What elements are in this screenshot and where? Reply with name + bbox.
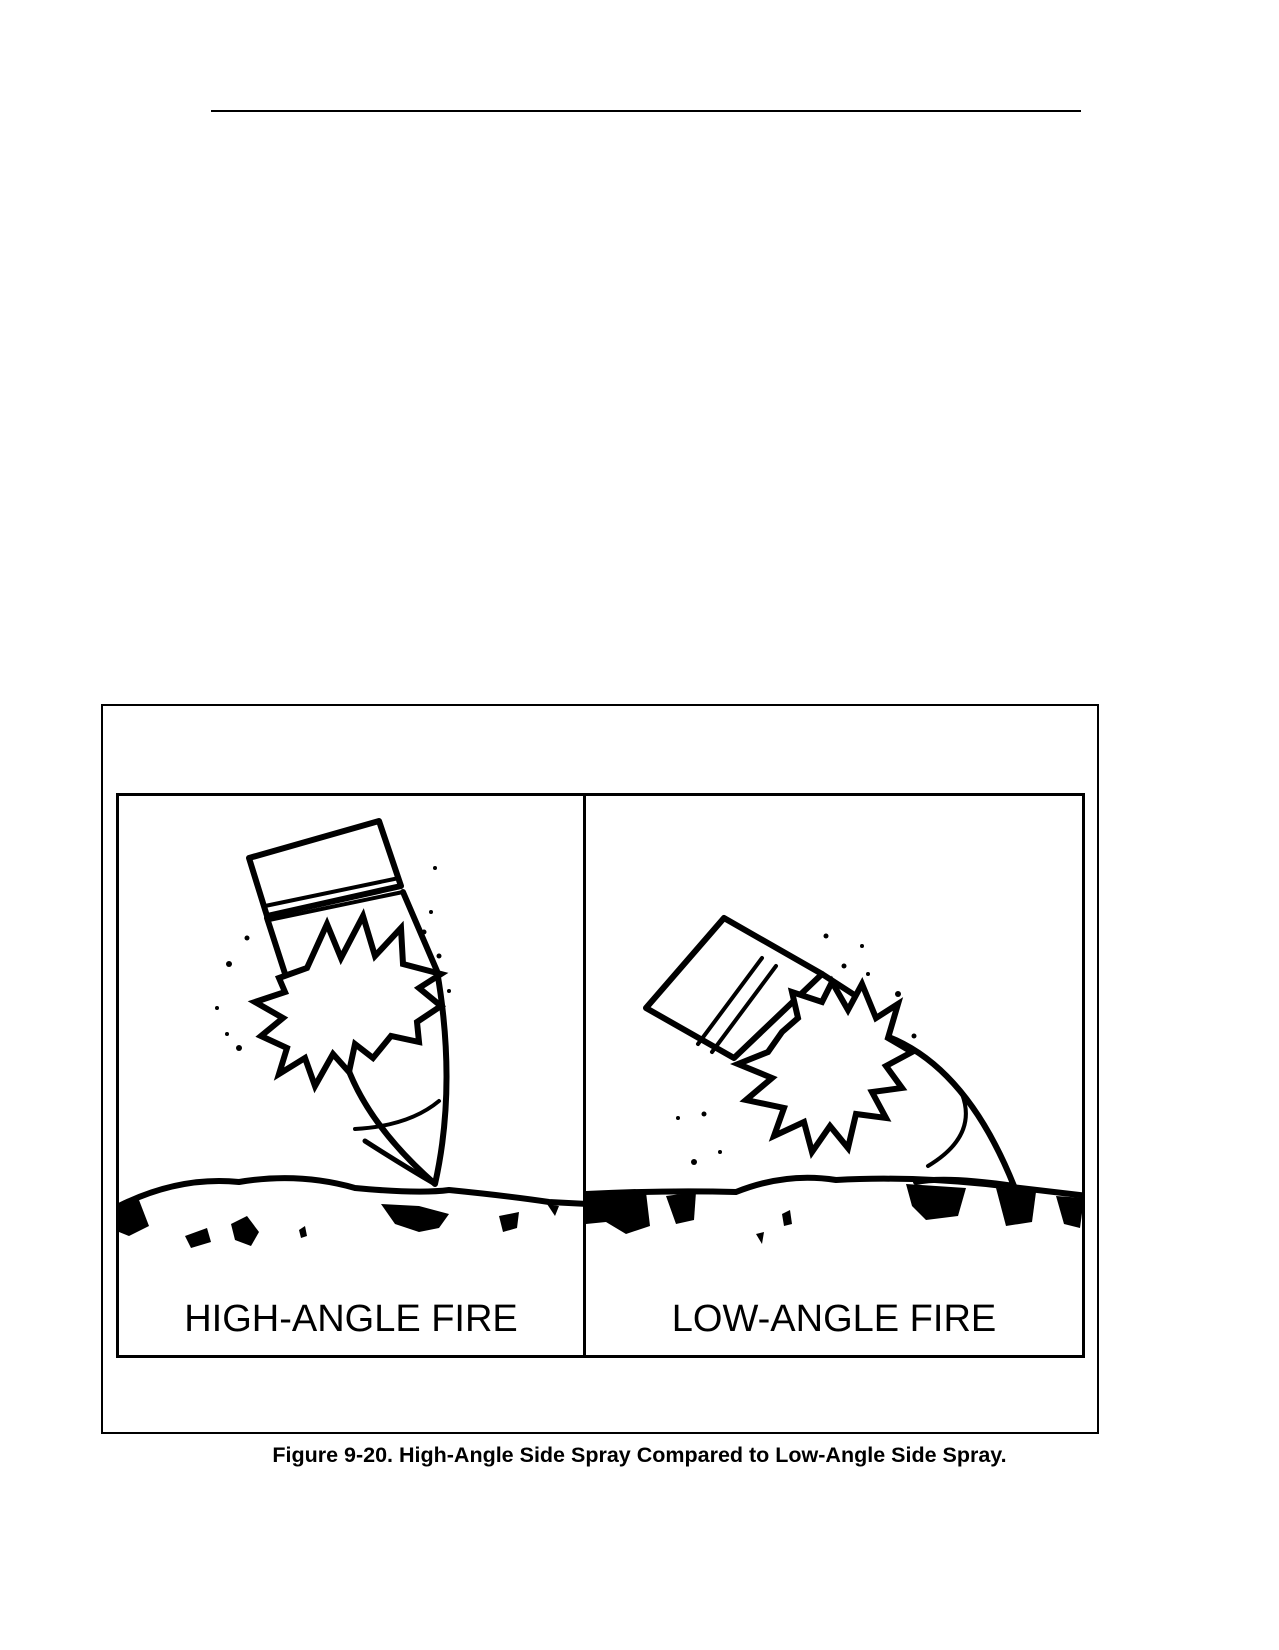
ogive-nose (362, 1138, 438, 1187)
shell-base (246, 818, 404, 919)
ogive-band (353, 1099, 441, 1131)
panel-low-angle-fire: LOW-ANGLE FIRE (583, 793, 1085, 1358)
figure-caption: Figure 9-20. High-Angle Side Spray Compa… (272, 1443, 1007, 1467)
high-angle-illustration (119, 818, 583, 1248)
rotating-band (696, 956, 778, 1054)
panel-label-low-angle: LOW-ANGLE FIRE (671, 1298, 997, 1340)
debris-particles (215, 866, 451, 1051)
ground-texture (119, 1200, 559, 1248)
panel-label-high-angle: HIGH-ANGLE FIRE (184, 1298, 518, 1340)
ground-surface (119, 1175, 583, 1209)
header-rule (211, 110, 1081, 112)
figure-frame (101, 704, 1099, 1434)
ground-surface (586, 1174, 1082, 1199)
ground-texture (586, 1184, 1082, 1244)
explosion-burst (247, 908, 449, 1094)
rotating-band (263, 876, 405, 922)
explosion-burst (730, 975, 919, 1160)
debris-particles (676, 933, 917, 1165)
ogive-band (926, 1092, 968, 1168)
panel-high-angle-fire: HIGH-ANGLE FIRE (116, 793, 586, 1358)
low-angle-illustration (586, 915, 1082, 1244)
